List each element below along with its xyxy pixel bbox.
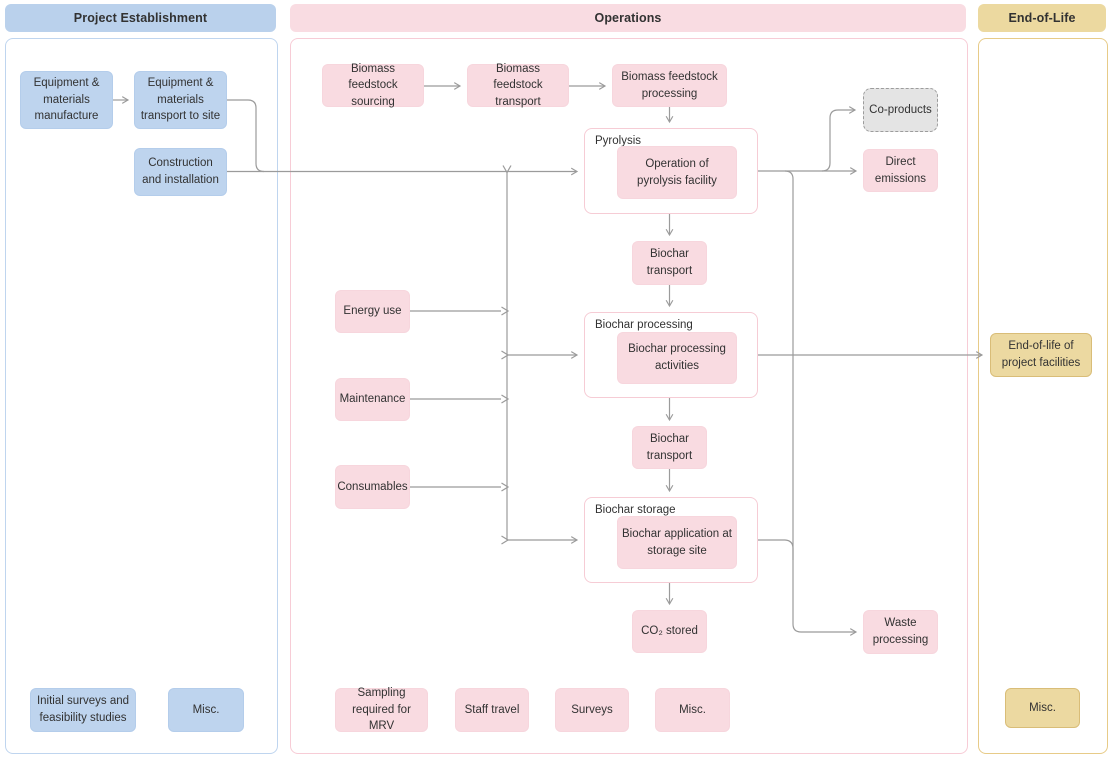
node-end-of-life-project-facilities: End-of-life of project facilities [990,333,1092,377]
node-energy-use: Energy use [335,290,410,333]
node-direct-emissions: Direct emissions [863,149,938,192]
node-equipment-materials-manufacture: Equipment & materials manufacture [20,71,113,129]
node-co-products: Co-products [863,88,938,132]
node-consumables: Consumables [335,465,410,509]
node-equipment-materials-transport: Equipment & materials transport to site [134,71,227,129]
node-biochar-transport-2: Biochar transport [632,426,707,469]
group-biochar-processing-label: Biochar processing [595,319,693,331]
lane-header-operations: Operations [290,4,966,32]
node-co2-stored: CO₂ stored [632,610,707,653]
node-biomass-feedstock-sourcing: Biomass feedstock sourcing [322,63,424,108]
node-waste-processing: Waste processing [863,610,938,654]
node-misc-project-establishment: Misc. [168,688,244,732]
node-construction-installation: Construction and installation [134,148,227,196]
node-biochar-application-storage-site: Biochar application at storage site [617,516,737,569]
lane-header-project-establishment: Project Establishment [5,4,276,32]
node-misc-end-of-life: Misc. [1005,688,1080,728]
node-biochar-transport-1: Biochar transport [632,241,707,285]
lane-end-of-life [978,38,1108,754]
node-initial-surveys: Initial surveys and feasibility studies [30,688,136,732]
node-biomass-feedstock-transport: Biomass feedstock transport [467,63,569,108]
lane-project-establishment [5,38,278,754]
node-biomass-feedstock-processing: Biomass feedstock processing [612,64,727,107]
node-misc-operations: Misc. [655,688,730,732]
group-pyrolysis-label: Pyrolysis [595,135,642,147]
lane-header-end-of-life: End-of-Life [978,4,1106,32]
node-maintenance: Maintenance [335,378,410,421]
group-biochar-storage-label: Biochar storage [595,504,676,516]
node-staff-travel: Staff travel [455,688,529,732]
node-surveys: Surveys [555,688,629,732]
node-sampling-required-mrv: Sampling required for MRV [335,687,428,732]
node-operation-pyrolysis-facility: Operation of pyrolysis facility [617,146,737,199]
node-biochar-processing-activities: Biochar processing activities [617,332,737,384]
